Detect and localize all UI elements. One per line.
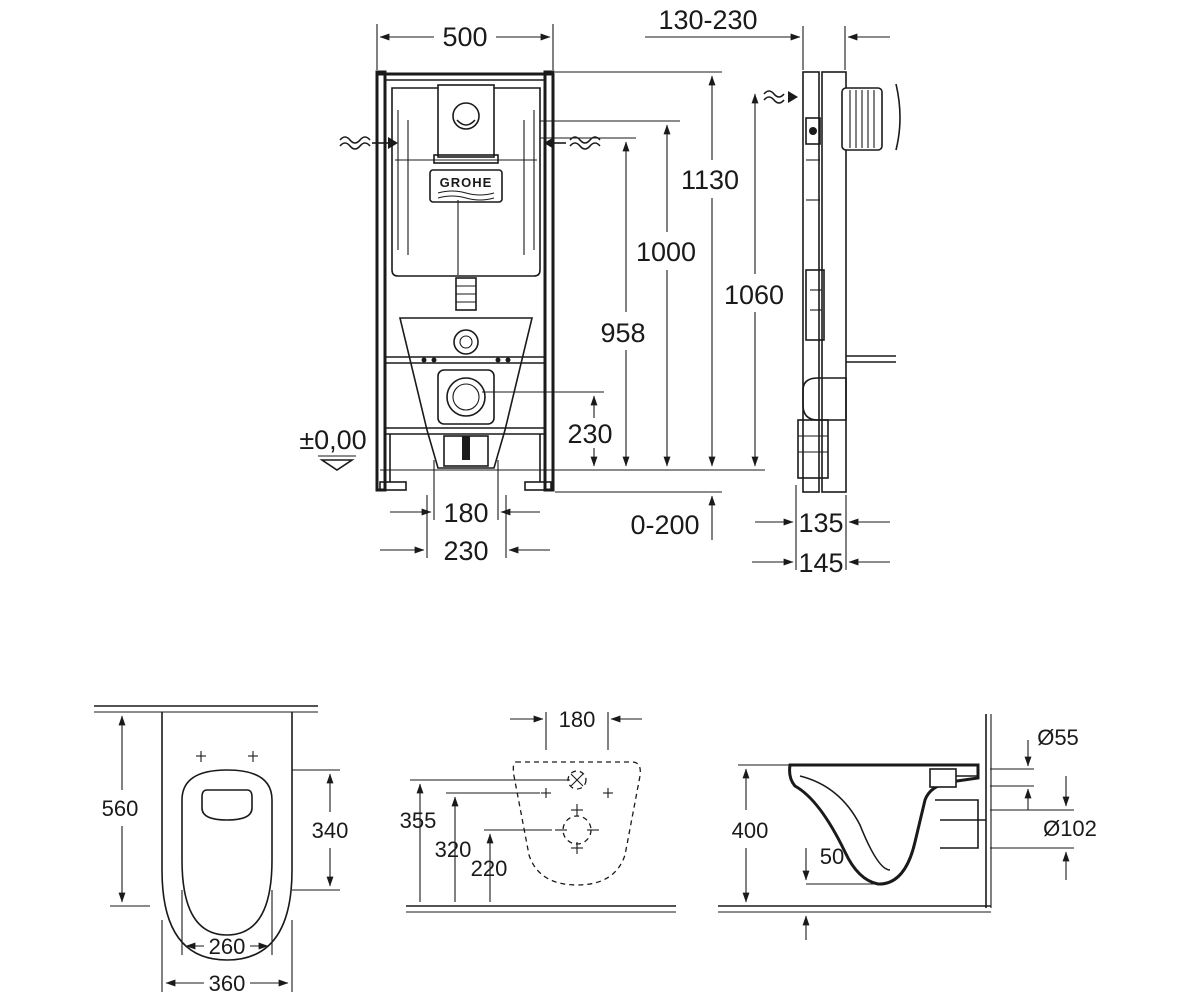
floor-level: ±0,00 (299, 425, 555, 471)
height-958-label: 958 (600, 318, 645, 348)
pan-outline (398, 317, 534, 469)
outlet-connector (437, 369, 495, 425)
length-560-label: 560 (102, 796, 139, 821)
floor-level-label: ±0,00 (299, 425, 366, 455)
offset-50-label: 50 (820, 844, 844, 869)
dimension-width: 500 (376, 22, 554, 70)
dimension-bottom-spacing: 180 230 (380, 460, 550, 566)
height-320-label: 320 (435, 837, 472, 862)
height-1000-label: 1000 (636, 237, 696, 267)
width-360-label: 360 (209, 971, 246, 996)
frame-side-view (763, 71, 901, 493)
flush-plate (437, 84, 495, 158)
height-1130-label: 1130 (681, 165, 739, 195)
water-inlet-left-icon (339, 136, 398, 150)
dimension-verticals: 1130 1000 1060 958 230 0-200 (482, 71, 784, 540)
bowl-rear-view: 180 355 320 220 (400, 707, 676, 913)
depth-145-label: 145 (798, 548, 843, 578)
height-220-label: 220 (471, 856, 508, 881)
spacing-180-label: 180 (443, 498, 488, 528)
width-260-label: 260 (209, 934, 246, 959)
height-230-label: 230 (567, 419, 612, 449)
outlet-diameter-label: Ø102 (1043, 816, 1097, 841)
dimension-wall-distance: 130-230 (645, 5, 890, 70)
height-400-label: 400 (732, 818, 769, 843)
inlet-diameter-label: Ø55 (1037, 725, 1079, 750)
bolt-spacing-180-label: 180 (559, 707, 596, 732)
width-label: 500 (442, 22, 487, 52)
dimension-depth: 135 145 (752, 485, 890, 578)
bowl-profile (788, 763, 980, 886)
height-1060-label: 1060 (724, 280, 784, 310)
water-inlet-right-icon (544, 136, 601, 150)
height-355-label: 355 (400, 808, 437, 833)
bowl-top-view: 560 340 260 360 (94, 705, 349, 996)
frame-front-view: GROHE (339, 70, 601, 492)
brand-plate (429, 169, 503, 203)
spacing-230-label: 230 (443, 536, 488, 566)
wall-distance-label: 130-230 (658, 5, 757, 35)
cistern (391, 87, 541, 277)
seat-340-label: 340 (312, 818, 349, 843)
bowl-side-view: 400 50 Ø55 Ø102 (718, 714, 1097, 940)
brand-label: GROHE (440, 175, 493, 190)
depth-135-label: 135 (798, 508, 843, 538)
adjust-0-200-label: 0-200 (630, 510, 699, 540)
